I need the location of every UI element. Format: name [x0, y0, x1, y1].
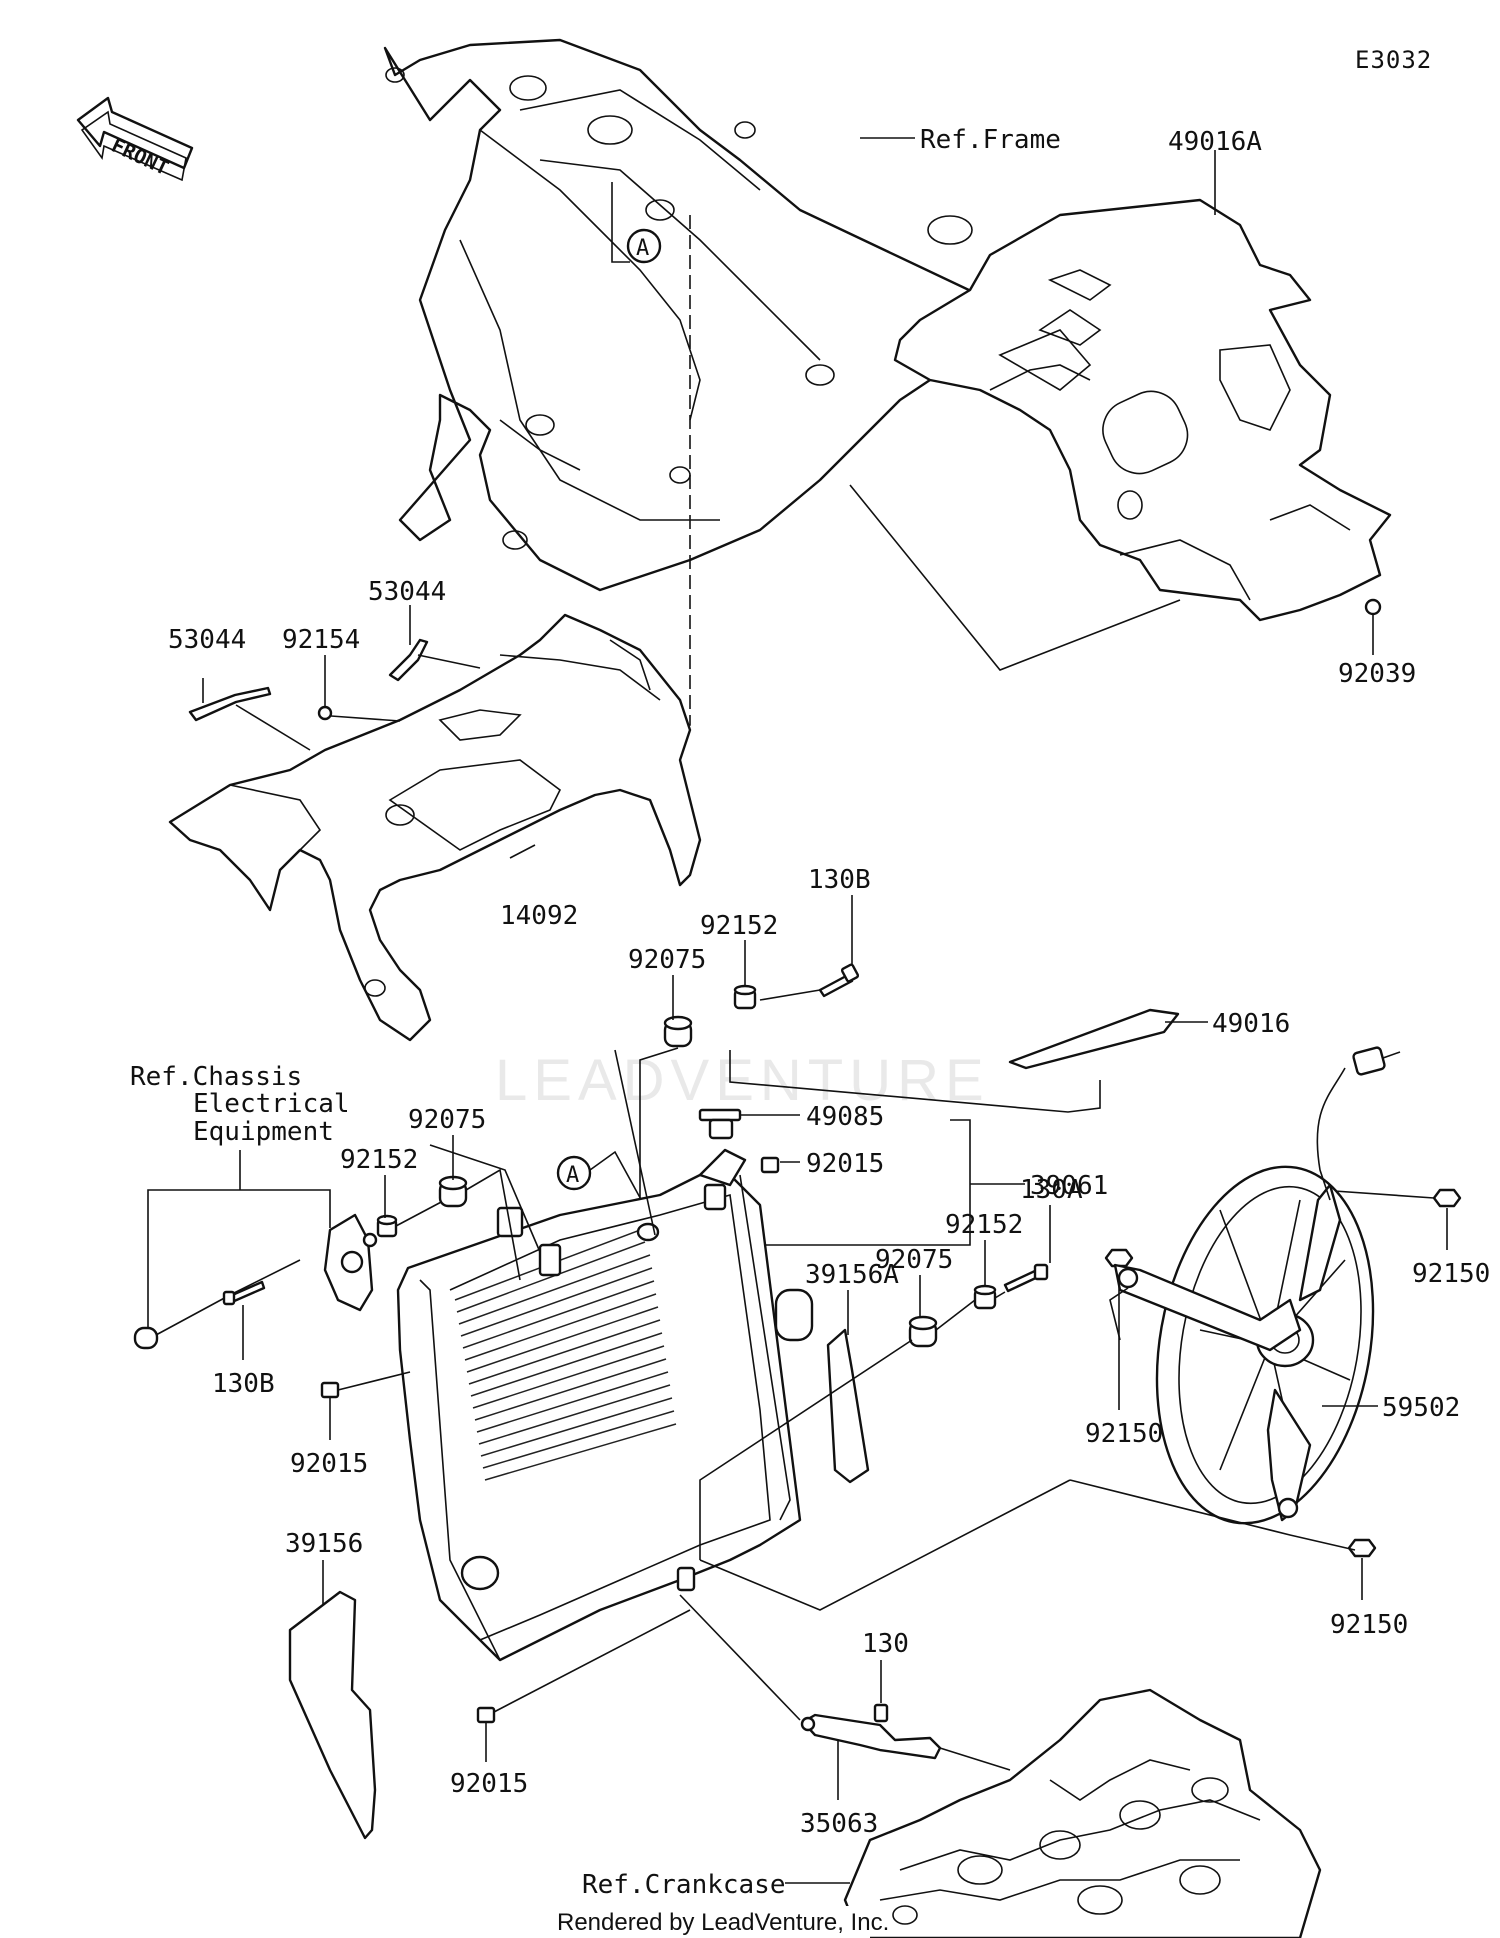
nut-92150-mid [1104, 1248, 1134, 1268]
bracket-chassis [323, 1213, 378, 1312]
part-92015-bottom: 92015 [450, 1769, 528, 1799]
part-49016A: 49016A [1168, 127, 1262, 157]
clip-92015-bottom [476, 1706, 496, 1724]
nut-92150-top [1432, 1188, 1462, 1208]
ref-chassis-line2: Electrical [193, 1089, 350, 1119]
diagram-code: E3032 [1355, 46, 1432, 74]
part-53044-left: 53044 [168, 625, 246, 655]
part-92015-left: 92015 [290, 1449, 368, 1479]
part-92154: 92154 [282, 625, 360, 655]
fan-59502 [1113, 1046, 1401, 1525]
callout-a-top: A [611, 182, 662, 264]
collar-92152-left [376, 1214, 398, 1238]
part-92075-top: 92075 [628, 945, 706, 975]
ref-chassis-line3: Equipment [193, 1117, 334, 1147]
radiator [396, 1148, 814, 1662]
part-92152-top: 92152 [700, 911, 778, 941]
part-49016: 49016 [1212, 1009, 1290, 1039]
part-92075-right: 92075 [875, 1245, 953, 1275]
part-92152-left: 92152 [340, 1145, 418, 1175]
front-arrow-icon: FRONT [76, 96, 194, 182]
ref-frame-label: Ref.Frame [920, 125, 1061, 155]
plug-chassis [133, 1326, 159, 1350]
crankcase [843, 1688, 1322, 1938]
clip-92039 [1364, 598, 1382, 616]
frame [383, 38, 1002, 592]
part-92150-mid: 92150 [1085, 1419, 1163, 1449]
heat-shield-49016A [893, 198, 1392, 622]
radiator-core [454, 1229, 677, 1481]
footer-credit: Rendered by LeadVenture, Inc. [557, 1909, 889, 1936]
part-130A: 130A [1020, 1175, 1083, 1205]
bolt-130A [1003, 1263, 1049, 1293]
clip-92154 [317, 705, 333, 721]
part-130B-top: 130B [808, 865, 871, 895]
part-92150-top: 92150 [1412, 1259, 1490, 1289]
grommet-92075-top [663, 1015, 693, 1048]
grommet-92075-right [908, 1315, 938, 1348]
part-35063: 35063 [800, 1809, 878, 1839]
bracket-35063 [800, 1713, 942, 1760]
part-130: 130 [862, 1629, 909, 1659]
strip-53044-top [388, 638, 429, 682]
bolt-130 [873, 1703, 889, 1723]
watermark: LEADVENTURE [495, 1048, 990, 1113]
svg-text:A: A [566, 1163, 579, 1188]
part-92075-left: 92075 [408, 1105, 486, 1135]
bolt-130B-left [222, 1280, 266, 1306]
side-plate-39156A [826, 1328, 870, 1484]
part-14092: 14092 [500, 901, 578, 931]
part-92039: 92039 [1338, 659, 1416, 689]
part-53044-top: 53044 [368, 577, 446, 607]
ref-chassis-line1: Ref.Chassis [130, 1062, 302, 1092]
strip-53044-left [188, 686, 272, 722]
part-39156A: 39156A [805, 1260, 899, 1290]
part-92015-cap: 92015 [806, 1149, 884, 1179]
side-plate-39156 [288, 1590, 377, 1840]
bolt-130B-top [818, 963, 860, 998]
clip-92015-left [320, 1381, 340, 1399]
cap-49085 [698, 1108, 742, 1140]
nut-92150-bottom [1347, 1538, 1377, 1558]
part-39061: 39061 [1030, 1171, 1108, 1201]
clip-92015-cap [760, 1156, 780, 1174]
part-92152-right: 92152 [945, 1210, 1023, 1240]
cover-14092 [168, 613, 702, 1042]
ref-crankcase-label: Ref.Crankcase [582, 1870, 786, 1900]
collar-92152-right [973, 1284, 997, 1310]
plate-49016 [1008, 1008, 1180, 1070]
part-39156: 39156 [285, 1529, 363, 1559]
collar-92152-top [733, 984, 757, 1010]
part-59502: 59502 [1382, 1393, 1460, 1423]
part-130B-left: 130B [212, 1369, 275, 1399]
grommet-92075-left [438, 1175, 468, 1208]
svg-text:A: A [636, 236, 649, 261]
part-49085: 49085 [806, 1102, 884, 1132]
part-92150-bottom: 92150 [1330, 1610, 1408, 1640]
